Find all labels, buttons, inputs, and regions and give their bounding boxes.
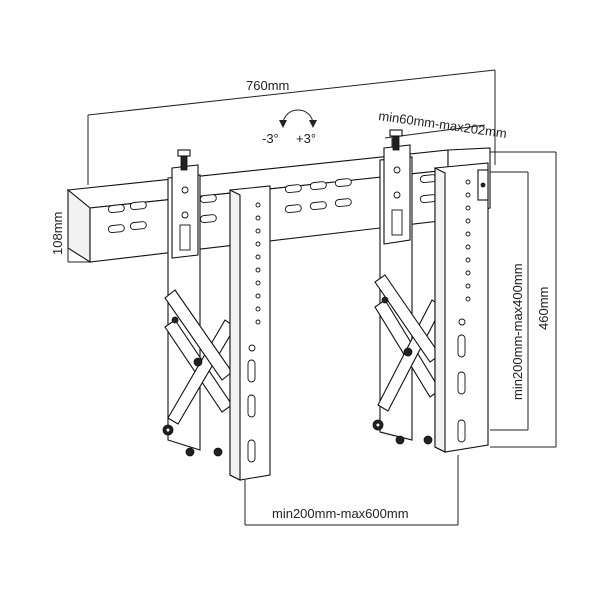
label-horizontal-spacing: min200mm-max600mm	[272, 506, 409, 521]
tilt-arrow	[279, 109, 317, 128]
right-arm-assembly	[372, 129, 489, 453]
dim-overall-width	[87, 69, 496, 185]
label-tilt-plus: +3°	[296, 131, 316, 146]
label-vertical-spacing: min200mm-max400mm	[510, 263, 525, 400]
label-overall-width: 760mm	[246, 78, 289, 93]
label-rail-height: 108mm	[50, 212, 65, 255]
dim-horizontal-spacing	[244, 455, 459, 526]
dim-plate-height	[490, 151, 557, 448]
label-plate-height: 460mm	[536, 287, 551, 330]
rail-slots	[107, 174, 437, 234]
dim-vertical-spacing	[490, 171, 529, 431]
left-arm-assembly	[162, 149, 271, 481]
label-tilt-minus: -3°	[262, 131, 279, 146]
wall-rail	[66, 147, 491, 264]
